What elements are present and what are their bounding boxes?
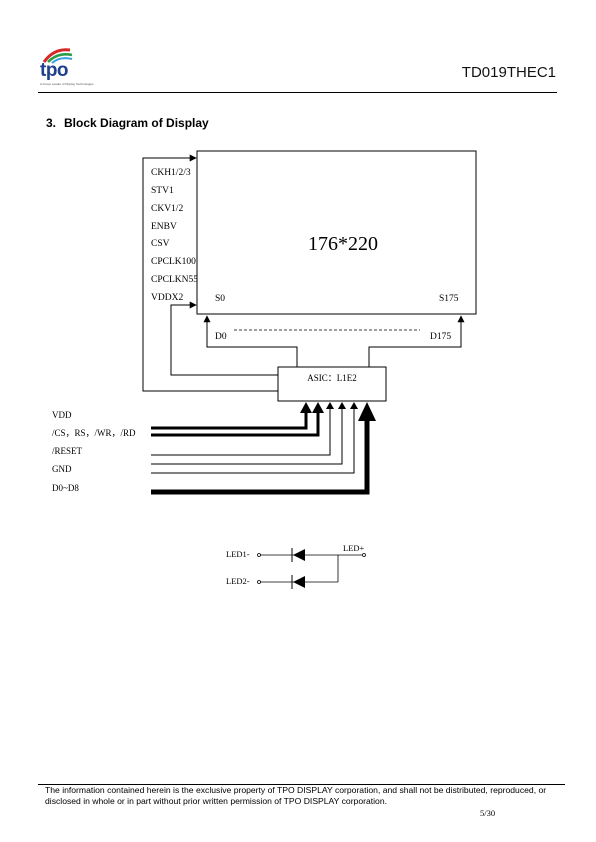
data-start-label: D0 — [215, 332, 227, 342]
section-title: 3. Block Diagram of Display — [46, 116, 209, 130]
footer-rule — [38, 784, 565, 785]
signal-label: STV1 — [151, 186, 174, 196]
d0-line — [203, 315, 298, 367]
signal-label: VDDX2 — [151, 293, 183, 303]
header-rule — [38, 92, 557, 93]
data-end-label: D175 — [430, 332, 451, 342]
display-resolution: 176*220 — [308, 233, 378, 255]
cs-bus-line-2 — [151, 409, 320, 437]
input-label: VDD — [52, 410, 72, 420]
gnd-arrow — [338, 402, 346, 409]
led1-label: LED1- — [226, 549, 250, 559]
led-plus-label: LED+ — [343, 543, 365, 553]
display-panel — [196, 150, 477, 315]
input-label: D0~D8 — [52, 483, 79, 493]
asic-box — [277, 366, 387, 402]
gnd-line — [151, 407, 343, 465]
cs-bus-line-1 — [151, 409, 308, 430]
vddx2-line — [170, 301, 278, 376]
page-number: 5/30 — [480, 808, 496, 818]
input-label: /CS，RS，/WR，/RD — [52, 428, 136, 438]
logo-text: tpo — [40, 60, 69, 81]
signal-label: CPCLK100 — [151, 257, 196, 267]
cs-arrow-1 — [300, 402, 312, 413]
reset-arrow — [326, 402, 334, 409]
data-bus-arrow — [358, 402, 376, 421]
led2-label: LED2- — [226, 576, 250, 586]
signal-label: CKH1/2/3 — [151, 168, 191, 178]
signal-label: CPCLKN55 — [151, 275, 198, 285]
section-title-text: Block Diagram of Display — [64, 116, 209, 130]
section-number: 3. — [46, 116, 57, 130]
vdd-line — [151, 407, 355, 474]
source-end-label: S175 — [439, 294, 459, 304]
data-bus-line — [151, 418, 370, 495]
diode-icon — [293, 549, 305, 561]
signal-label: CKV1/2 — [151, 204, 183, 214]
cs-arrow-2 — [312, 402, 324, 413]
reset-line — [151, 407, 331, 456]
document-id: TD019THEC1 — [461, 64, 556, 81]
logo-subtitle: A Group Leader of Display Technologies — [40, 82, 94, 86]
vdd-arrow — [350, 402, 358, 409]
asic-label: ASIC：L1E2 — [307, 373, 357, 383]
diode-icon — [293, 576, 305, 588]
input-label: /RESET — [52, 446, 83, 456]
led-plus-terminal — [362, 553, 366, 557]
panel-control-bus — [142, 154, 278, 392]
signal-label: ENBV — [151, 222, 177, 232]
input-label: GND — [52, 464, 72, 474]
signal-label: CSV — [151, 239, 170, 249]
source-start-label: S0 — [215, 294, 225, 304]
d175-line — [368, 315, 465, 367]
footer-notice: The information contained herein is the … — [45, 785, 547, 806]
